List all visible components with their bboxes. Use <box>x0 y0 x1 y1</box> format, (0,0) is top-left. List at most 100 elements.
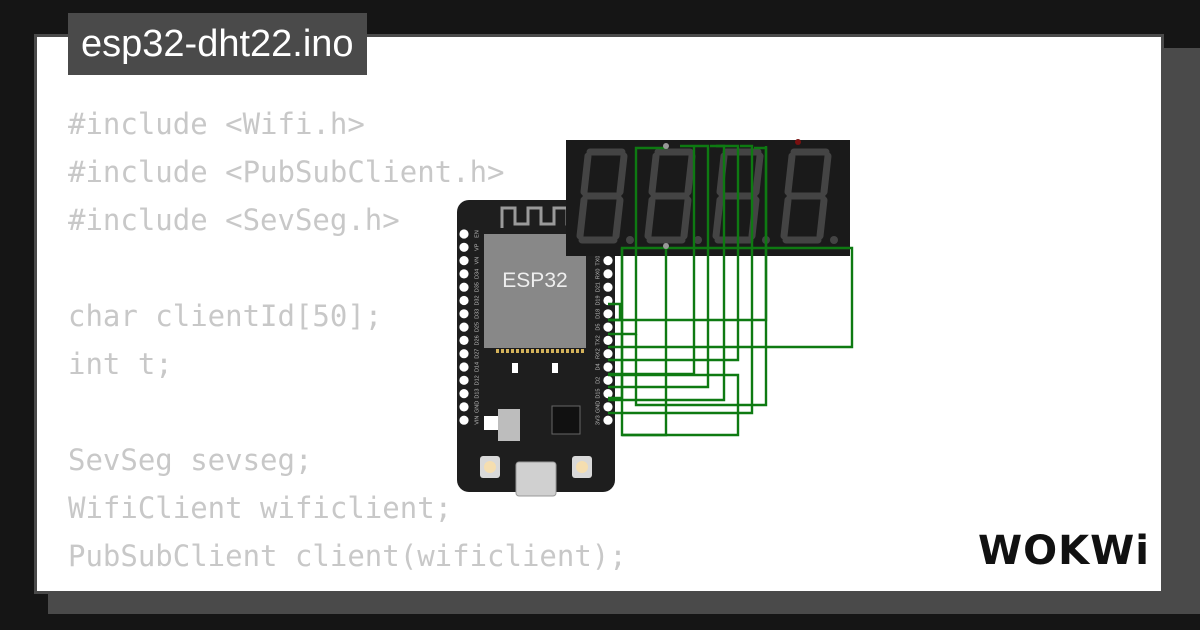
pin-hole[interactable] <box>603 322 613 332</box>
wire <box>608 373 740 437</box>
code-preview: #include <Wifi.h> #include <PubSubClient.… <box>68 100 627 580</box>
circuit-diagram: ESP32 ENVPVND34D35D32D33D25D26D27D14D12D… <box>457 139 854 497</box>
chip-pin <box>581 349 584 353</box>
wiring <box>608 143 854 437</box>
code-line: #include <Wifi.h> <box>68 107 365 141</box>
pin-hole[interactable] <box>459 335 469 345</box>
pin-hole[interactable] <box>603 295 613 306</box>
pin-hole[interactable] <box>603 362 613 372</box>
chip-pin <box>556 349 559 353</box>
pin-label: D13 <box>475 389 481 399</box>
pin-hole[interactable] <box>459 295 469 306</box>
pin-hole[interactable] <box>603 402 613 412</box>
chip-label: ESP32 <box>502 269 567 292</box>
decimal-point <box>830 236 838 244</box>
display-digits <box>576 148 838 244</box>
en-button[interactable] <box>480 456 500 478</box>
voltage-regulator <box>498 409 520 441</box>
pin-label: D12 <box>475 375 481 385</box>
pin-label: D18 <box>596 309 602 319</box>
pin-label: VN <box>475 257 481 265</box>
pin-hole[interactable] <box>459 309 469 319</box>
decimal-point <box>694 236 702 244</box>
pin-hole[interactable] <box>603 282 613 292</box>
display-digit <box>644 148 702 244</box>
pin-hole[interactable] <box>459 269 469 279</box>
pin-hole[interactable] <box>459 256 469 266</box>
segment <box>580 152 592 196</box>
segment <box>680 196 692 240</box>
pin-hole[interactable] <box>603 349 613 359</box>
pin-label: D33 <box>475 309 481 319</box>
segment <box>820 152 832 196</box>
chip-pin <box>536 349 539 353</box>
pin-label: GND <box>475 401 481 413</box>
wire <box>608 146 768 322</box>
wire <box>608 144 754 415</box>
pin-hole[interactable] <box>459 229 469 239</box>
chip-pin <box>511 349 514 353</box>
wire <box>608 144 726 402</box>
chip-pin <box>541 349 544 353</box>
wire <box>608 248 624 400</box>
pin-label: RX2 <box>596 348 602 359</box>
chip-pin <box>506 349 509 353</box>
pin-label: D26 <box>475 335 481 345</box>
chip-pin <box>561 349 564 353</box>
pin-hole[interactable] <box>603 256 613 266</box>
wokwi-logo: WOKWi <box>978 528 1150 574</box>
pin-hole[interactable] <box>603 335 613 345</box>
chip-pin <box>551 349 554 353</box>
segment <box>752 152 764 196</box>
pin-label: D32 <box>475 295 481 305</box>
pin-hole[interactable] <box>603 415 613 425</box>
code-line: SevSeg sevseg; <box>68 443 313 477</box>
chip-pins <box>496 349 584 353</box>
pin-hole[interactable] <box>459 389 469 399</box>
chip-pin <box>571 349 574 353</box>
code-line: #include <PubSubClient.h> <box>68 155 505 189</box>
pin-label: RX0 <box>596 269 602 280</box>
pin-hole[interactable] <box>603 309 613 319</box>
segment <box>684 152 696 196</box>
code-line: WifiClient wificlient; <box>68 491 453 525</box>
pin-hole[interactable] <box>603 375 613 385</box>
pin-hole[interactable] <box>603 269 613 279</box>
pin-hole[interactable] <box>459 402 469 412</box>
segment <box>644 196 656 240</box>
chip-pin <box>546 349 549 353</box>
usb-chip <box>551 405 581 435</box>
pin-hole[interactable] <box>459 415 469 425</box>
pin-hole[interactable] <box>459 242 469 252</box>
pin-hole[interactable] <box>459 349 469 359</box>
pin-hole[interactable] <box>459 322 469 332</box>
chip-pin <box>496 349 499 353</box>
pin-label: 3V3 <box>596 415 602 425</box>
segment <box>612 196 624 240</box>
pin-label: VP <box>475 243 481 251</box>
pin-label: VIN <box>475 416 481 425</box>
segment <box>648 152 660 196</box>
pin-hole[interactable] <box>603 389 613 399</box>
pin-hole[interactable] <box>459 282 469 292</box>
pin-label: D35 <box>475 282 481 292</box>
pin-label: TX0 <box>596 256 602 266</box>
display-pin <box>663 143 669 149</box>
boot-button[interactable] <box>572 456 592 478</box>
file-title: esp32-dht22.ino <box>68 13 367 75</box>
pin-label: TX2 <box>596 335 602 345</box>
pin-label: D34 <box>475 269 481 279</box>
pin-label: EN <box>475 230 481 238</box>
segment <box>780 196 792 240</box>
segment <box>784 152 796 196</box>
pin-label: D5 <box>596 324 602 331</box>
chip-pin <box>531 349 534 353</box>
code-line: #include <SevSeg.h> <box>68 203 400 237</box>
pin-hole[interactable] <box>459 362 469 372</box>
pin-label: D15 <box>596 389 602 399</box>
chip-pin <box>501 349 504 353</box>
usb-port <box>515 461 557 497</box>
code-line: PubSubClient client(wificlient); <box>68 539 627 573</box>
chip-pin <box>566 349 569 353</box>
pin-hole[interactable] <box>459 375 469 385</box>
